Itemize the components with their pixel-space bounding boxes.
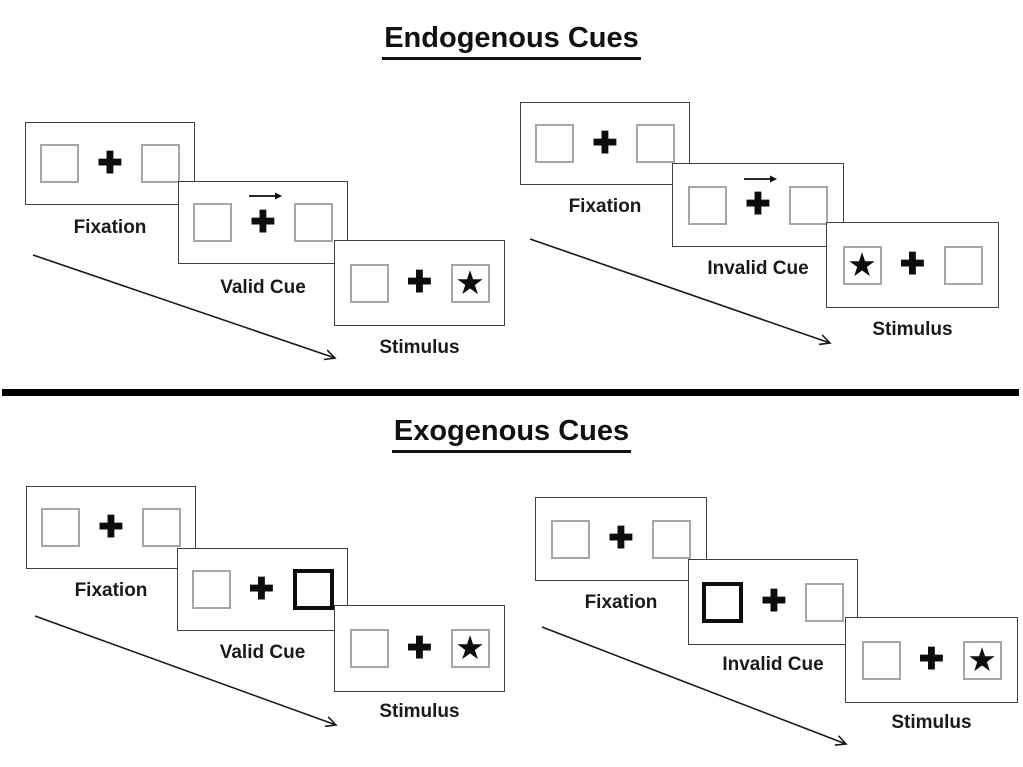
cue-highlight-box [702,581,743,623]
star-icon: ★ [455,629,485,666]
fixation-cross-wrap: ✚ [94,508,128,547]
right-placeholder-box [805,582,844,622]
exogenous-valid-stimulus-label: Stimulus [379,701,460,722]
exogenous-invalid-cue-label: Invalid Cue [722,654,824,675]
timeline-arrow-endogenous-invalid [529,238,832,346]
fixation-cross-icon: ✚ [918,643,945,676]
star-icon: ★ [967,640,997,678]
fixation-cross-icon: ✚ [761,585,787,618]
left-target-box: ★ [842,245,882,285]
exogenous-invalid-fixation-label: Fixation [584,592,658,613]
left-placeholder-box [551,519,590,559]
fixation-cross-icon: ✚ [406,631,433,665]
fixation-cross-icon: ✚ [899,248,926,281]
right-placeholder-box [789,185,828,225]
fixation-cross-wrap: ✚ [896,246,930,285]
fixation-cross-wrap: ✚ [403,629,437,668]
fixation-cross-icon: ✚ [406,266,433,299]
section-divider [2,389,1019,396]
fixation-cross-wrap: ✚ [741,175,777,225]
right-placeholder-box [294,203,333,242]
fixation-cross-icon: ✚ [98,510,124,544]
fixation-cross-icon: ✚ [97,146,123,180]
endogenous-invalid-stimulus-label: Stimulus [872,319,953,340]
fixation-cross-icon: ✚ [745,188,771,221]
fixation-cross-icon: ✚ [608,522,634,555]
fixation-cross-wrap: ✚ [915,641,949,680]
left-placeholder-box [191,570,231,609]
cue-arrow-icon [744,175,777,182]
left-placeholder-box [40,144,79,183]
fixation-cross-wrap: ✚ [93,144,127,183]
left-placeholder-box [349,263,389,303]
left-placeholder-box [193,203,232,242]
exogenous-invalid-fixation-panel: ✚ [535,497,707,581]
right-placeholder-box [652,519,691,559]
exogenous-invalid-cue-panel: ✚ [688,559,858,645]
right-target-box: ★ [450,263,490,303]
right-target-box: ★ [962,640,1002,680]
fixation-cross-wrap: ✚ [757,583,791,622]
endogenous-invalid-fixation-label: Fixation [568,196,642,217]
right-placeholder-box [943,245,983,285]
endogenous-valid-stimulus-panel: ✚ ★ [334,240,505,326]
left-placeholder-box [535,124,574,163]
endogenous-invalid-fixation-panel: ✚ [520,102,690,185]
endogenous-valid-fixation-panel: ✚ [25,122,195,205]
fixation-cross-icon: ✚ [592,126,618,160]
fixation-cross-icon: ✚ [248,572,275,606]
star-icon: ★ [847,245,877,283]
endogenous-valid-stimulus-label: Stimulus [379,337,460,358]
left-placeholder-box [349,629,389,668]
cue-arrow-icon [249,192,282,200]
exogenous-invalid-stimulus-label: Stimulus [891,712,972,733]
fixation-cross-wrap: ✚ [245,570,279,609]
left-placeholder-box [861,640,901,680]
exogenous-valid-cue-panel: ✚ [177,548,348,631]
endogenous-valid-cue-label: Valid Cue [220,277,306,298]
endogenous-valid-fixation-label: Fixation [73,217,147,238]
exogenous-valid-stimulus-panel: ✚ ★ [334,605,505,692]
star-icon: ★ [455,263,485,301]
timeline-arrow-exogenous-valid [34,615,338,728]
exogenous-invalid-stimulus-panel: ✚ ★ [845,617,1018,703]
right-placeholder-box [141,144,180,183]
fixation-cross-icon: ✚ [250,205,276,239]
exogenous-valid-fixation-label: Fixation [74,580,148,601]
timeline-arrow-endogenous-valid [32,254,337,361]
cue-highlight-box [292,569,334,610]
exogenous-section-title: Exogenous Cues [0,415,1023,453]
right-placeholder-box [142,508,181,547]
left-placeholder-box [41,508,80,547]
fixation-cross-wrap: ✚ [604,520,638,559]
fixation-cross-wrap: ✚ [246,192,282,242]
fixation-cross-wrap: ✚ [588,124,622,163]
endogenous-section-title: Endogenous Cues [0,22,1023,60]
endogenous-invalid-cue-label: Invalid Cue [707,258,809,279]
right-target-box: ★ [450,629,490,668]
exogenous-valid-fixation-panel: ✚ [26,486,196,569]
endogenous-invalid-cue-panel: ✚ [672,163,844,247]
fixation-cross-wrap: ✚ [403,264,437,303]
exogenous-valid-cue-label: Valid Cue [219,642,306,663]
endogenous-valid-cue-panel: ✚ [178,181,348,264]
right-placeholder-box [636,124,675,163]
endogenous-invalid-stimulus-panel: ★ ✚ [826,222,999,308]
left-placeholder-box [688,185,727,225]
